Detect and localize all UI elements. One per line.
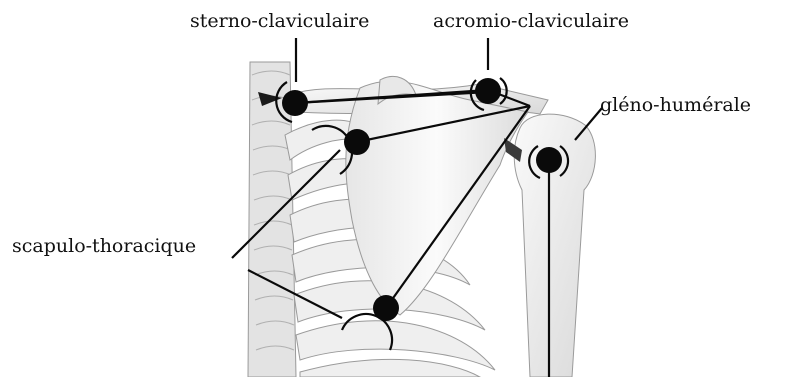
label-sterno-claviculaire: sterno-claviculaire: [190, 10, 369, 32]
joint-marker: [344, 129, 370, 155]
joint-marker: [536, 147, 562, 173]
scapula: [346, 81, 528, 315]
label-scapulo-thoracique: scapulo-thoracique: [12, 235, 196, 257]
joint-marker: [373, 295, 399, 321]
label-acromio-claviculaire: acromio-claviculaire: [433, 10, 629, 32]
joint-marker: [475, 78, 501, 104]
label-gleno-humerale: gléno-humérale: [600, 94, 751, 116]
joint-marker: [282, 90, 308, 116]
